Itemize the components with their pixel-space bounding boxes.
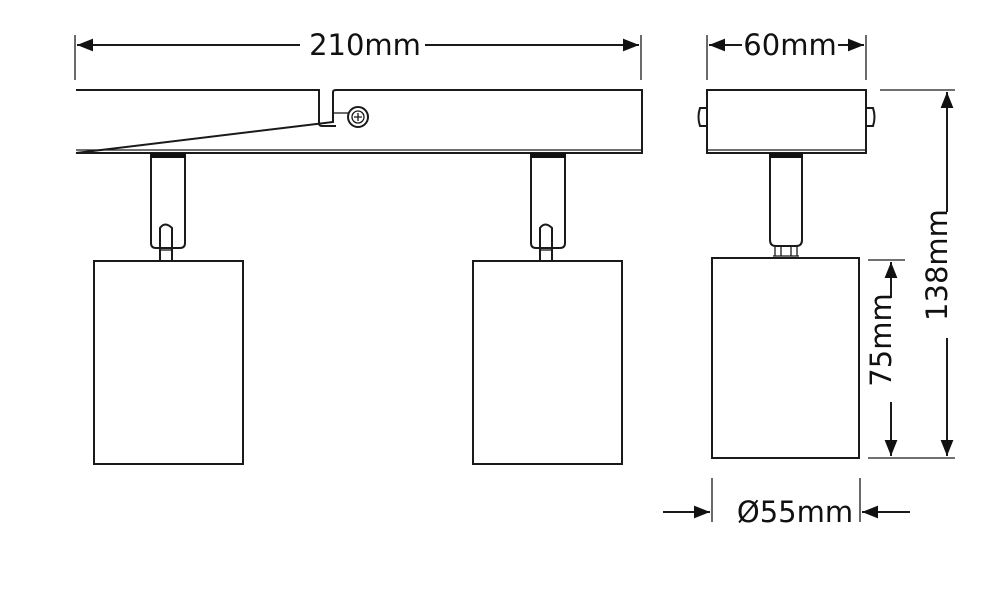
spot-head-left [93, 260, 244, 465]
side-view: 60mm 138mm 75mm Ø55mm [663, 28, 955, 529]
height-label: 138mm [920, 209, 954, 321]
diameter-label: Ø55mm [737, 495, 853, 529]
spot-head-right [472, 260, 623, 465]
spot-arm-side [769, 158, 803, 247]
front-view: 210mm [74, 28, 643, 465]
mounting-bar-side [706, 89, 867, 154]
screw-icon [347, 106, 369, 128]
width-label: 210mm [309, 28, 421, 62]
mounting-bar [75, 89, 643, 154]
head-height-label: 75mm [864, 293, 898, 386]
side-screw-right [866, 107, 876, 127]
spot-head-side [711, 257, 860, 459]
spot-arm-left [150, 153, 186, 260]
side-screw-left [697, 107, 707, 127]
spot-arm-right [530, 153, 566, 260]
depth-label: 60mm [743, 28, 836, 62]
